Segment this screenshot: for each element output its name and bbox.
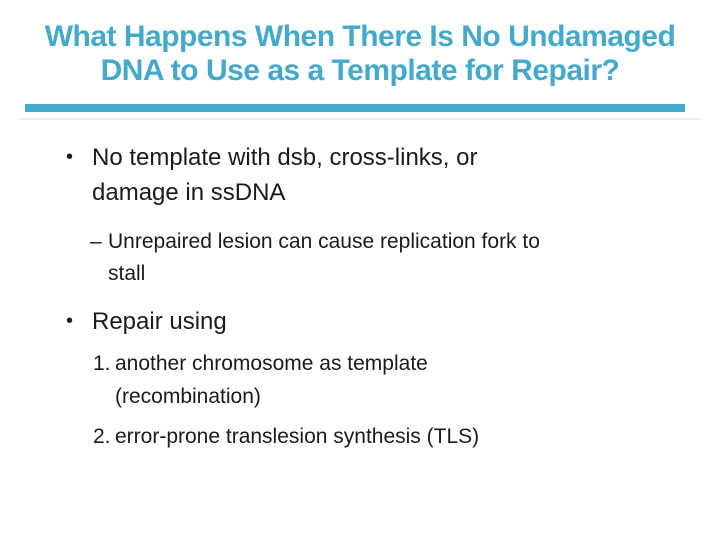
numbered-item-text-line: (recombination) (115, 385, 261, 408)
bullet-text-line: No template with dsb, cross-links, or (92, 144, 478, 171)
bullet-text-line: damage in ssDNA (92, 179, 286, 206)
numbered-item-text: error-prone translesion synthesis (TLS) (115, 420, 479, 453)
bullet-text-line: Repair using (92, 308, 227, 335)
number-marker: 1. (93, 352, 111, 375)
sub-bullet-text-line: Unrepaired lesion can cause replication … (108, 230, 540, 253)
numbered-item-text-line: error-prone translesion synthesis (TLS) (115, 425, 480, 448)
dash-marker: – (90, 230, 102, 253)
title-line-2: DNA to Use as a Template for Repair? (100, 54, 620, 87)
slide-title: What Happens When There Is No Undamaged … (20, 20, 700, 88)
bullet-text: No template with dsb, cross-links, or da… (92, 140, 477, 210)
title-line-1: What Happens When There Is No Undamaged (44, 20, 676, 53)
numbered-item-recombination: 1. another chromosome as template (recom… (93, 347, 686, 413)
sub-bullet-text-line: stall (108, 262, 146, 285)
bullet-marker: • (66, 310, 74, 332)
title-separator-thin-line (20, 118, 700, 120)
sub-bullet-text: Unrepaired lesion can cause replication … (108, 226, 540, 290)
title-separator-rule (25, 104, 685, 112)
numbered-item-text-line: another chromosome as template (115, 352, 428, 375)
number-marker: 2. (93, 425, 111, 448)
bullet-marker: • (66, 146, 74, 168)
bullet-item-repair-using: • Repair using (66, 304, 686, 339)
numbered-item-text: another chromosome as template (recombin… (115, 347, 428, 413)
bullet-item-no-template: • No template with dsb, cross-links, or … (66, 140, 686, 210)
numbered-item-tls: 2. error-prone translesion synthesis (TL… (93, 420, 686, 453)
sub-bullet-item-unrepaired-lesion: – Unrepaired lesion can cause replicatio… (90, 226, 686, 290)
bullet-text: Repair using (92, 304, 227, 339)
slide-body: • No template with dsb, cross-links, or … (66, 140, 686, 453)
